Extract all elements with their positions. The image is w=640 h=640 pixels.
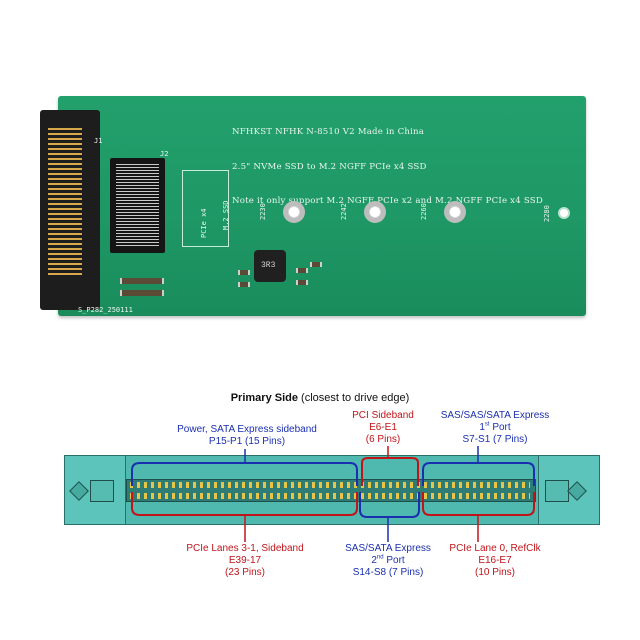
label-line: PCI Sideband: [352, 410, 414, 421]
title-rest: (closest to drive edge): [297, 392, 410, 404]
label-line: E39-17: [228, 555, 262, 566]
label-line: S14-S8 (7 Pins): [352, 567, 424, 578]
label-line: 1st Port: [420, 422, 570, 434]
inductor-label: 3R3: [261, 261, 276, 270]
bracket-pci-sideband: [361, 457, 419, 486]
corner-hole: [558, 207, 570, 219]
bracket-power: [131, 462, 358, 486]
label-line: SAS/SATA Express: [345, 543, 431, 554]
label-pcie-lanes: PCIe Lanes 3-1, Sideband E39-17 (23 Pins…: [160, 543, 330, 579]
smd-capacitor: [238, 282, 250, 287]
bracket-sas-second: [359, 492, 420, 518]
diagram-title: Primary Side (closest to drive edge): [0, 392, 640, 404]
smd-resistor-array: [120, 290, 164, 296]
label-power: Power, SATA Express sideband P15-P1 (15 …: [152, 424, 342, 448]
smd-resistor-array: [120, 278, 164, 284]
label-line: PCIe Lanes 3-1, Sideband: [186, 543, 304, 554]
label-pci-sideband: PCI Sideband E6-E1 (6 Pins): [338, 410, 428, 446]
bracket-pcie-lanes: [131, 492, 358, 516]
smd-capacitor: [296, 280, 308, 285]
u2-connector: [40, 110, 100, 310]
mount-hole-2242: [283, 201, 305, 223]
title-bold: Primary Side: [230, 392, 298, 404]
label-line: 2nd Port: [323, 555, 453, 567]
mount-hole-2260: [364, 201, 386, 223]
label-line: (10 Pins): [474, 567, 515, 578]
port-word: Port: [489, 422, 511, 433]
connector-left-notch: [90, 480, 114, 502]
smd-capacitor: [310, 262, 322, 267]
ref-j1: J1: [94, 137, 103, 145]
ordinal-suffix: st: [484, 421, 490, 428]
bracket-pcie-lane0: [422, 492, 535, 516]
pcb-photo: J1 J2 M.2 SSD PCIe x4 NFHKST NFHK N-8510…: [40, 96, 586, 316]
u2-connector-pins: [48, 128, 82, 278]
bracket-sas-first: [422, 462, 535, 486]
ref-j2: J2: [160, 150, 169, 158]
pcb-silkscreen-text: NFHKST NFHK N-8510 V2 Made in China 2.5"…: [232, 104, 543, 231]
ordinal-number: 2: [371, 555, 377, 566]
ordinal-number: 1: [479, 422, 485, 433]
mount-hole-2280: [444, 201, 466, 223]
ordinal-suffix: nd: [376, 554, 384, 561]
pcb-text-line: NFHKST NFHK N-8510 V2 Made in China: [232, 127, 425, 137]
port-word: Port: [383, 555, 405, 566]
label-line: (6 Pins): [365, 434, 401, 445]
label-line: PCIe Lane 0, RefClk: [449, 543, 541, 554]
label-line: SAS/SAS/SATA Express: [440, 410, 550, 421]
m2-slot: [110, 158, 165, 253]
label-line: S7-S1 (7 Pins): [462, 434, 528, 445]
label-sas-first-port: SAS/SAS/SATA Express 1st Port S7-S1 (7 P…: [420, 410, 570, 446]
m2-slot-pins: [116, 164, 159, 247]
connector-pins-bottom-row: [130, 493, 530, 499]
label-line: P15-P1 (15 Pins): [208, 436, 286, 447]
inductor: 3R3: [254, 250, 286, 282]
slot-outline: [182, 170, 229, 247]
pcb-text-line: 2.5" NVMe SSD to M.2 NGFF PCIe x4 SSD: [232, 161, 427, 172]
label-pcie-lane0: PCIe Lane 0, RefClk E16-E7 (10 Pins): [430, 543, 560, 579]
smd-capacitor: [238, 270, 250, 275]
pcb-text-line: Note it only support M.2 NGFF PCIe x2 an…: [232, 196, 543, 206]
label-line: Power, SATA Express sideband: [177, 424, 317, 435]
smd-capacitor: [296, 268, 308, 273]
connector-pins-top-row: [130, 482, 530, 488]
label-line: (23 Pins): [224, 567, 265, 578]
board-code: S_P282_250111: [78, 306, 133, 314]
label-sas-second-port: SAS/SATA Express 2nd Port S14-S8 (7 Pins…: [323, 543, 453, 579]
label-line: E6-E1: [369, 422, 397, 433]
label-line: E16-E7: [478, 555, 512, 566]
